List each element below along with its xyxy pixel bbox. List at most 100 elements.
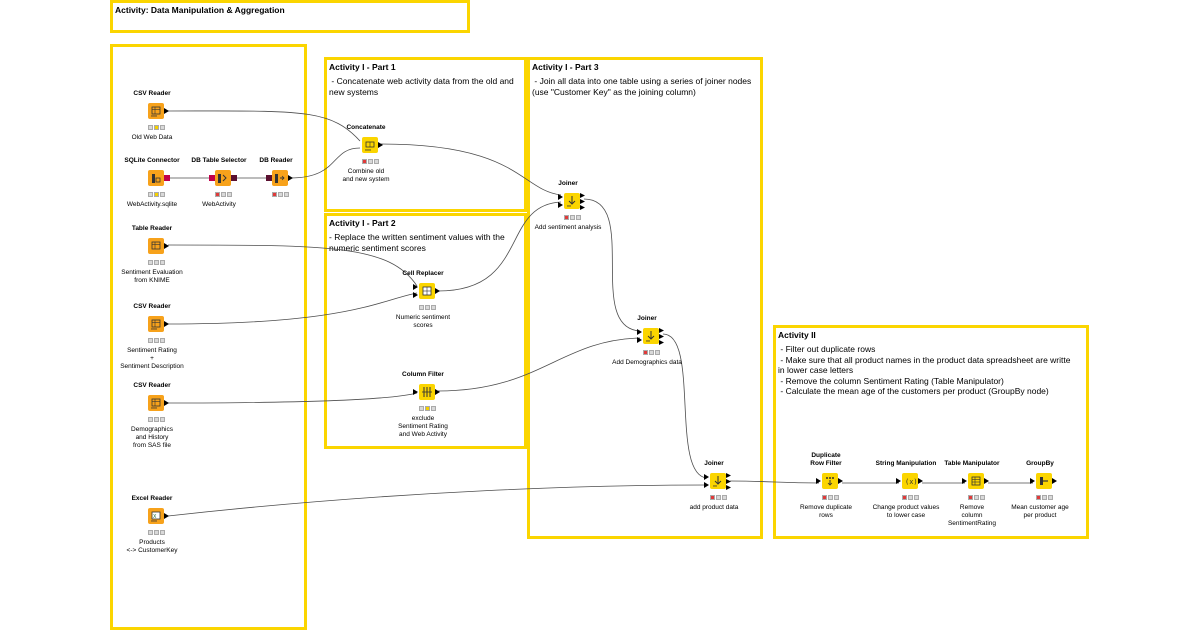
joiner-icon[interactable] xyxy=(564,193,580,209)
db-port-in-icon[interactable] xyxy=(266,175,273,182)
output-port-icon[interactable] xyxy=(164,321,170,327)
db-port-out-icon[interactable] xyxy=(231,175,238,182)
node-name: DB Reader xyxy=(259,157,293,164)
node-label: Mean customer age per product xyxy=(1011,504,1069,519)
input-ports-icon[interactable] xyxy=(413,284,419,298)
output-port-icon[interactable] xyxy=(288,175,294,181)
node-name: GroupBy xyxy=(1026,460,1054,467)
annotation-part2-title: Activity I - Part 2 xyxy=(329,218,396,228)
status-lights xyxy=(902,495,919,500)
annotation-part1-body: - Concatenate web activity data from the… xyxy=(329,76,514,97)
node-name: Excel Reader xyxy=(131,495,173,502)
db-reader-icon[interactable] xyxy=(272,170,288,186)
cell-replacer-icon[interactable] xyxy=(419,283,435,299)
svg-text:X: X xyxy=(153,514,157,520)
annotation-part2[interactable]: Activity I - Part 2 - Replace the writte… xyxy=(324,213,527,449)
joiner-icon[interactable] xyxy=(710,473,726,489)
status-lights xyxy=(822,495,839,500)
output-port-icon[interactable] xyxy=(984,478,990,484)
output-ports-icon[interactable] xyxy=(659,328,665,345)
annotation-activity2[interactable]: Activity II - Filter out duplicate rows … xyxy=(773,325,1089,539)
db-port-in-icon[interactable] xyxy=(209,175,216,182)
node-label: Old Web Data xyxy=(131,134,173,141)
status-lights xyxy=(362,159,379,164)
wire-csv3-to-columnfilter xyxy=(167,392,418,404)
node-name: Table Manipulator xyxy=(944,460,1000,467)
table-manipulator-icon[interactable] xyxy=(968,473,984,489)
wire-joiner3-to-duplicate xyxy=(729,480,820,484)
input-ports-icon[interactable] xyxy=(558,194,564,208)
db-table-selector-icon[interactable] xyxy=(215,170,231,186)
input-port-icon[interactable] xyxy=(962,478,968,484)
table-reader-icon[interactable] xyxy=(148,103,164,119)
string-manipulation-icon[interactable]: (x) xyxy=(902,473,918,489)
joiner-icon[interactable] xyxy=(643,328,659,344)
input-port-icon[interactable] xyxy=(413,389,419,395)
wire-cellreplacer-to-joiner1 xyxy=(437,201,562,292)
status-lights xyxy=(148,417,165,422)
node-name: Duplicate Row Filter xyxy=(810,452,842,467)
node-name: CSV Reader xyxy=(133,382,171,389)
status-lights xyxy=(272,192,289,197)
node-name: Joiner xyxy=(704,460,724,467)
duplicate-row-filter-icon[interactable] xyxy=(822,473,838,489)
input-port-icon[interactable] xyxy=(816,478,822,484)
node-name: Joiner xyxy=(558,180,578,187)
input-port-icon[interactable] xyxy=(1030,478,1036,484)
table-reader-icon[interactable] xyxy=(148,395,164,411)
node-label: Sentiment Rating + Sentiment Description xyxy=(120,347,184,370)
status-lights xyxy=(215,192,232,197)
status-lights xyxy=(419,305,436,310)
output-port-icon[interactable] xyxy=(164,400,170,406)
excel-reader-icon[interactable]: X xyxy=(148,508,164,524)
annotation-sources-column[interactable] xyxy=(110,44,307,630)
node-name: Cell Replacer xyxy=(402,270,444,277)
node-label: Sentiment Evaluation from KNIME xyxy=(121,269,183,284)
node-label: Add Demographics data xyxy=(612,359,682,366)
node-name: CSV Reader xyxy=(133,303,171,310)
output-port-icon[interactable] xyxy=(164,243,170,249)
input-port-icon[interactable] xyxy=(896,478,902,484)
table-reader-icon[interactable] xyxy=(148,238,164,254)
output-ports-icon[interactable] xyxy=(726,473,732,490)
output-port-icon[interactable] xyxy=(1052,478,1058,484)
status-lights xyxy=(419,406,436,411)
output-port-icon[interactable] xyxy=(435,389,441,395)
wire-concatenate-to-joiner1 xyxy=(380,143,562,196)
status-lights xyxy=(148,260,165,265)
output-port-icon[interactable] xyxy=(435,288,441,294)
wire-columnfilter-to-joiner2 xyxy=(437,337,641,392)
database-connector-icon[interactable] xyxy=(148,170,164,186)
groupby-icon[interactable] xyxy=(1036,473,1052,489)
node-label: Combine old and new system xyxy=(342,168,390,183)
output-port-icon[interactable] xyxy=(918,478,924,484)
node-label: WebActivity xyxy=(202,201,236,208)
output-port-icon[interactable] xyxy=(378,142,384,148)
concatenate-icon[interactable] xyxy=(362,137,378,153)
column-filter-icon[interactable] xyxy=(419,384,435,400)
annotation-part1-title: Activity I - Part 1 xyxy=(329,62,396,72)
annotation-part3[interactable]: Activity I - Part 3 - Join all data into… xyxy=(527,57,763,539)
output-ports-icon[interactable] xyxy=(580,193,586,210)
node-label: WebActivity.sqlite xyxy=(126,201,178,208)
annotation-activity2-title: Activity II xyxy=(778,330,816,340)
db-port-icon[interactable] xyxy=(164,175,171,182)
annotation-part1[interactable]: Activity I - Part 1 - Concatenate web ac… xyxy=(324,57,527,212)
output-port-icon[interactable] xyxy=(164,513,170,519)
node-name: String Manipulation xyxy=(875,460,937,467)
node-label: Change product values to lower case xyxy=(872,504,940,519)
node-label: exclude Sentiment Rating and Web Activit… xyxy=(398,415,448,438)
annotation-header[interactable]: Activity: Data Manipulation & Aggregatio… xyxy=(110,0,470,33)
status-lights xyxy=(148,125,165,130)
status-lights xyxy=(710,495,727,500)
status-lights xyxy=(148,192,165,197)
wire-tablereader-to-cellreplacer xyxy=(167,244,418,287)
output-port-icon[interactable] xyxy=(838,478,844,484)
node-label: Add sentiment analysis xyxy=(534,224,602,231)
node-name: Joiner xyxy=(637,315,657,322)
input-ports-icon[interactable] xyxy=(704,474,710,488)
output-port-icon[interactable] xyxy=(164,108,170,114)
table-reader-icon[interactable] xyxy=(148,316,164,332)
input-ports-icon[interactable] xyxy=(637,329,643,343)
